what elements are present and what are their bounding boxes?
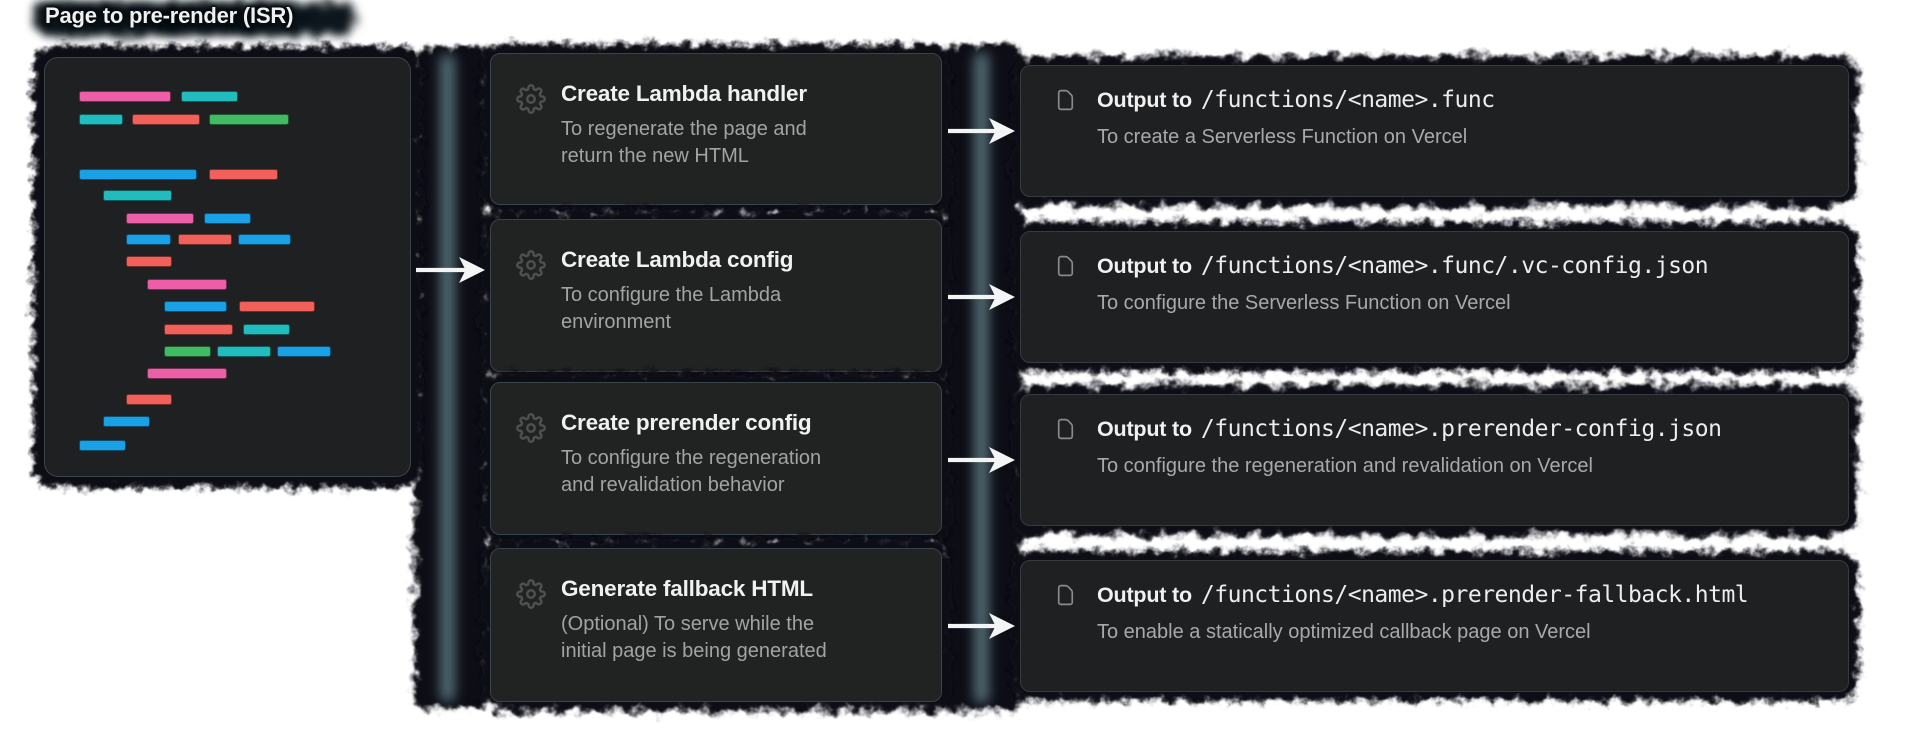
- connector-band-core: [974, 52, 989, 704]
- code-line: [45, 279, 410, 290]
- code-line: [45, 440, 410, 451]
- output-prefix: Output to: [1097, 88, 1192, 112]
- code-bar: [164, 346, 211, 357]
- gear-icon: [516, 250, 546, 280]
- output-description: To create a Serverless Function on Verce…: [1097, 126, 1468, 148]
- output-prefix: Output to: [1097, 417, 1192, 441]
- step-card-create-lambda-handler: Create Lambda handler To regenerate the …: [481, 44, 951, 214]
- code-lines: [44, 57, 411, 477]
- code-bar: [147, 368, 227, 379]
- code-bar: [147, 279, 227, 290]
- code-line: [45, 416, 410, 427]
- file-icon: [1057, 89, 1074, 111]
- code-bar: [209, 114, 289, 125]
- step-description: To configure the regeneration and revali…: [561, 447, 822, 496]
- code-bar: [239, 301, 315, 312]
- code-bar: [126, 234, 171, 245]
- output-description: To configure the regeneration and revali…: [1097, 455, 1593, 477]
- code-bar: [126, 394, 172, 405]
- file-icon: [1057, 255, 1074, 277]
- code-bar: [164, 324, 233, 335]
- connector-band-right: [940, 44, 1022, 712]
- code-bar: [277, 346, 331, 357]
- code-bar: [79, 114, 123, 125]
- connector-band-core: [440, 54, 455, 702]
- code-line: [45, 394, 410, 405]
- step-title: Create Lambda handler: [561, 81, 807, 106]
- code-bar: [178, 234, 232, 245]
- code-line: [45, 190, 410, 201]
- code-bar: [79, 169, 197, 180]
- step-title: Create Lambda config: [561, 247, 794, 272]
- step-description: To regenerate the page and return the ne…: [561, 118, 807, 167]
- output-path: /functions/<name>.func: [1200, 87, 1495, 113]
- code-bar: [103, 416, 150, 427]
- output-path: /functions/<name>.func/.vc-config.json: [1200, 253, 1709, 279]
- output-path: /functions/<name>.prerender-fallback.htm…: [1200, 582, 1749, 608]
- arrow-right-icon: [948, 284, 1015, 310]
- code-line: [45, 256, 410, 267]
- code-bar: [204, 213, 251, 224]
- arrow-right-icon: [416, 257, 485, 283]
- step-description: (Optional) To serve while the initial pa…: [561, 613, 827, 662]
- code-bar: [164, 301, 227, 312]
- arrow-right-icon: [948, 613, 1015, 639]
- file-icon: [1057, 418, 1074, 440]
- output-path: /functions/<name>.prerender-config.json: [1200, 416, 1722, 442]
- step-card-create-prerender-config: Create prerender config To configure the…: [481, 373, 951, 544]
- code-bar: [238, 234, 291, 245]
- gear-icon: [516, 413, 546, 443]
- step-card-generate-fallback-html: Generate fallback HTML (Optional) To ser…: [481, 539, 951, 711]
- code-bar: [126, 213, 194, 224]
- code-bar: [126, 256, 172, 267]
- code-line: [45, 368, 410, 379]
- title-spray-backdrop: [34, 2, 354, 36]
- arrow-right-icon: [948, 447, 1015, 473]
- output-prefix: Output to: [1097, 254, 1192, 278]
- code-line: [45, 114, 410, 125]
- code-line: [45, 324, 410, 335]
- output-description: To enable a statically optimized callbac…: [1097, 621, 1591, 643]
- page-title: Page to pre-render (ISR): [45, 3, 294, 28]
- code-line: [45, 301, 410, 312]
- code-bar: [243, 324, 290, 335]
- code-bar: [103, 190, 172, 201]
- step-description: To configure the Lambda environment: [561, 284, 782, 333]
- code-bar: [181, 91, 238, 102]
- code-bar: [132, 114, 200, 125]
- code-bar: [79, 440, 126, 451]
- gear-icon: [516, 579, 546, 609]
- output-card-func: Output to/functions/<name>.func To creat…: [1011, 56, 1858, 206]
- code-line: [45, 213, 410, 224]
- code-bar: [217, 346, 271, 357]
- code-block-card: [33, 46, 422, 488]
- output-card-prerender-fallback: Output to/functions/<name>.prerender-fal…: [1011, 551, 1858, 701]
- step-card-create-lambda-config: Create Lambda config To configure the La…: [481, 210, 951, 381]
- code-bar: [209, 169, 278, 180]
- code-line: [45, 169, 410, 180]
- connector-band-left: [414, 46, 488, 710]
- step-title: Create prerender config: [561, 410, 812, 435]
- code-bar: [79, 91, 171, 102]
- gear-icon: [516, 84, 546, 114]
- code-line: [45, 234, 410, 245]
- output-card-vc-config: Output to/functions/<name>.func/.vc-conf…: [1011, 222, 1858, 372]
- code-line: [45, 346, 410, 357]
- file-icon: [1057, 584, 1074, 606]
- output-prefix: Output to: [1097, 583, 1192, 607]
- output-card-prerender-config: Output to/functions/<name>.prerender-con…: [1011, 385, 1858, 535]
- step-title: Generate fallback HTML: [561, 576, 813, 601]
- output-description: To configure the Serverless Function on …: [1097, 292, 1511, 314]
- code-line: [45, 91, 410, 102]
- arrow-right-icon: [948, 118, 1015, 144]
